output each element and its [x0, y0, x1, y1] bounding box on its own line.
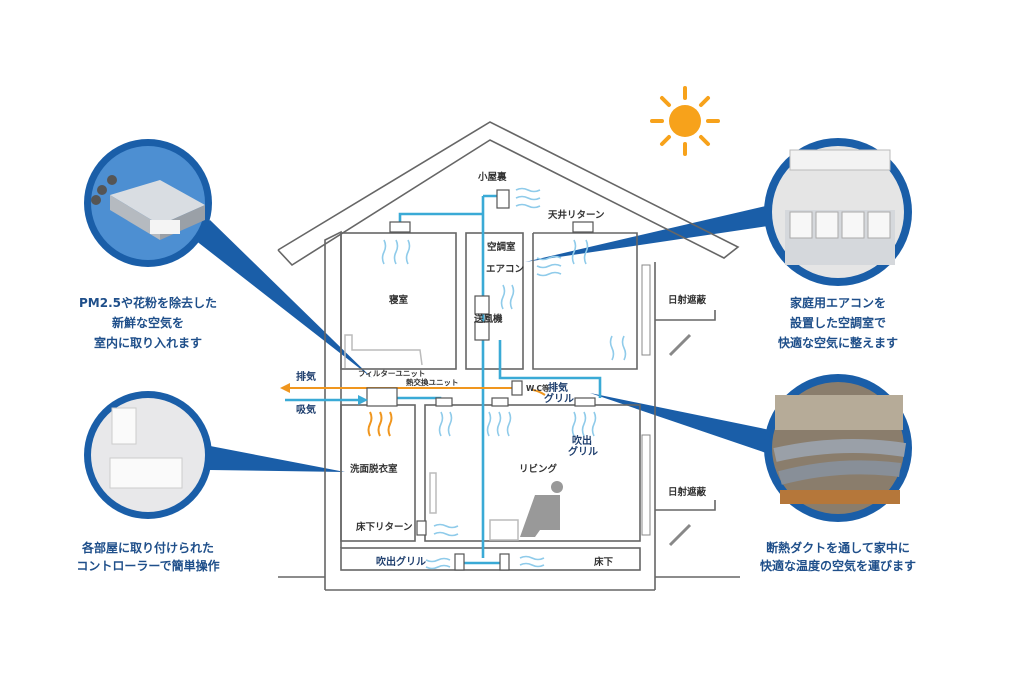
- caption-aircon-3: 快適な空気に整えます: [778, 335, 898, 350]
- aircon-room-photo: [764, 138, 912, 286]
- label-washroom: 洗面脱衣室: [350, 463, 398, 475]
- controller-photo: [84, 391, 212, 519]
- label-sun-shade-upper: 日射遮蔽: [668, 294, 707, 306]
- caption-fresh-air-1: PM2.5や花粉を除去した: [79, 295, 217, 310]
- label-blower: 送風機: [473, 313, 503, 325]
- label-heat-exchange-unit: 熱交換ユニット: [406, 377, 459, 387]
- underfloor-space: [340, 547, 641, 571]
- house-outline: [277, 121, 740, 591]
- label-ac-room: 空調室: [487, 241, 516, 253]
- label-underfloor-outlet: 吹出グリル: [376, 555, 426, 568]
- caption-duct-1: 断熱ダクトを通して家中に: [766, 540, 910, 555]
- insulated-duct-photo: [764, 374, 912, 522]
- caption-fresh-air-3: 室内に取り入れます: [94, 335, 202, 350]
- caption-aircon-1: 家庭用エアコンを: [790, 295, 886, 310]
- caption-controller-2: コントローラーで簡単操作: [76, 558, 219, 573]
- furniture: [344, 334, 563, 541]
- label-aircon: エアコン: [486, 264, 524, 275]
- label-exhaust: 排気: [296, 370, 316, 383]
- label-intake: 吸気: [296, 403, 316, 416]
- label-underfloor: 床下: [594, 556, 614, 568]
- ac-room: [465, 232, 524, 370]
- airflow-arrows: [280, 187, 692, 570]
- label-bedroom: 寝室: [389, 294, 409, 306]
- label-living: リビング: [519, 463, 558, 475]
- filter-unit-photo: [84, 139, 212, 267]
- label-ceiling-return: 天井リターン: [548, 209, 605, 221]
- callout-beam-controller: [205, 445, 345, 472]
- caption-fresh-air-2: 新鮮な空気を: [112, 315, 184, 330]
- sun-icon: [650, 86, 720, 156]
- label-wc: W.C等: [526, 383, 550, 393]
- callout-beam-duct: [590, 393, 772, 455]
- label-sun-shade-lower: 日射遮蔽: [668, 486, 707, 498]
- upper-right-room: [532, 232, 638, 370]
- label-underfloor-return: 床下リターン: [356, 521, 413, 533]
- caption-controller-1: 各部屋に取り付けられた: [81, 540, 214, 555]
- label-exhaust-grille-2: グリル: [544, 392, 574, 405]
- grilles: [366, 189, 596, 571]
- caption-aircon-2: 設置した空調室で: [790, 315, 886, 330]
- label-filter-unit: フィルターユニット: [358, 368, 425, 378]
- callout-beam-fresh-air: [195, 220, 372, 378]
- label-outlet-grille-1: 吹出: [572, 434, 592, 447]
- label-outlet-grille-2: グリル: [568, 445, 598, 458]
- bedroom: [340, 232, 457, 370]
- label-exhaust-grille-1: 排気: [548, 381, 568, 394]
- label-attic: 小屋裏: [477, 171, 507, 183]
- living-room: [424, 404, 641, 542]
- caption-duct-2: 快適な温度の空気を運びます: [760, 558, 916, 573]
